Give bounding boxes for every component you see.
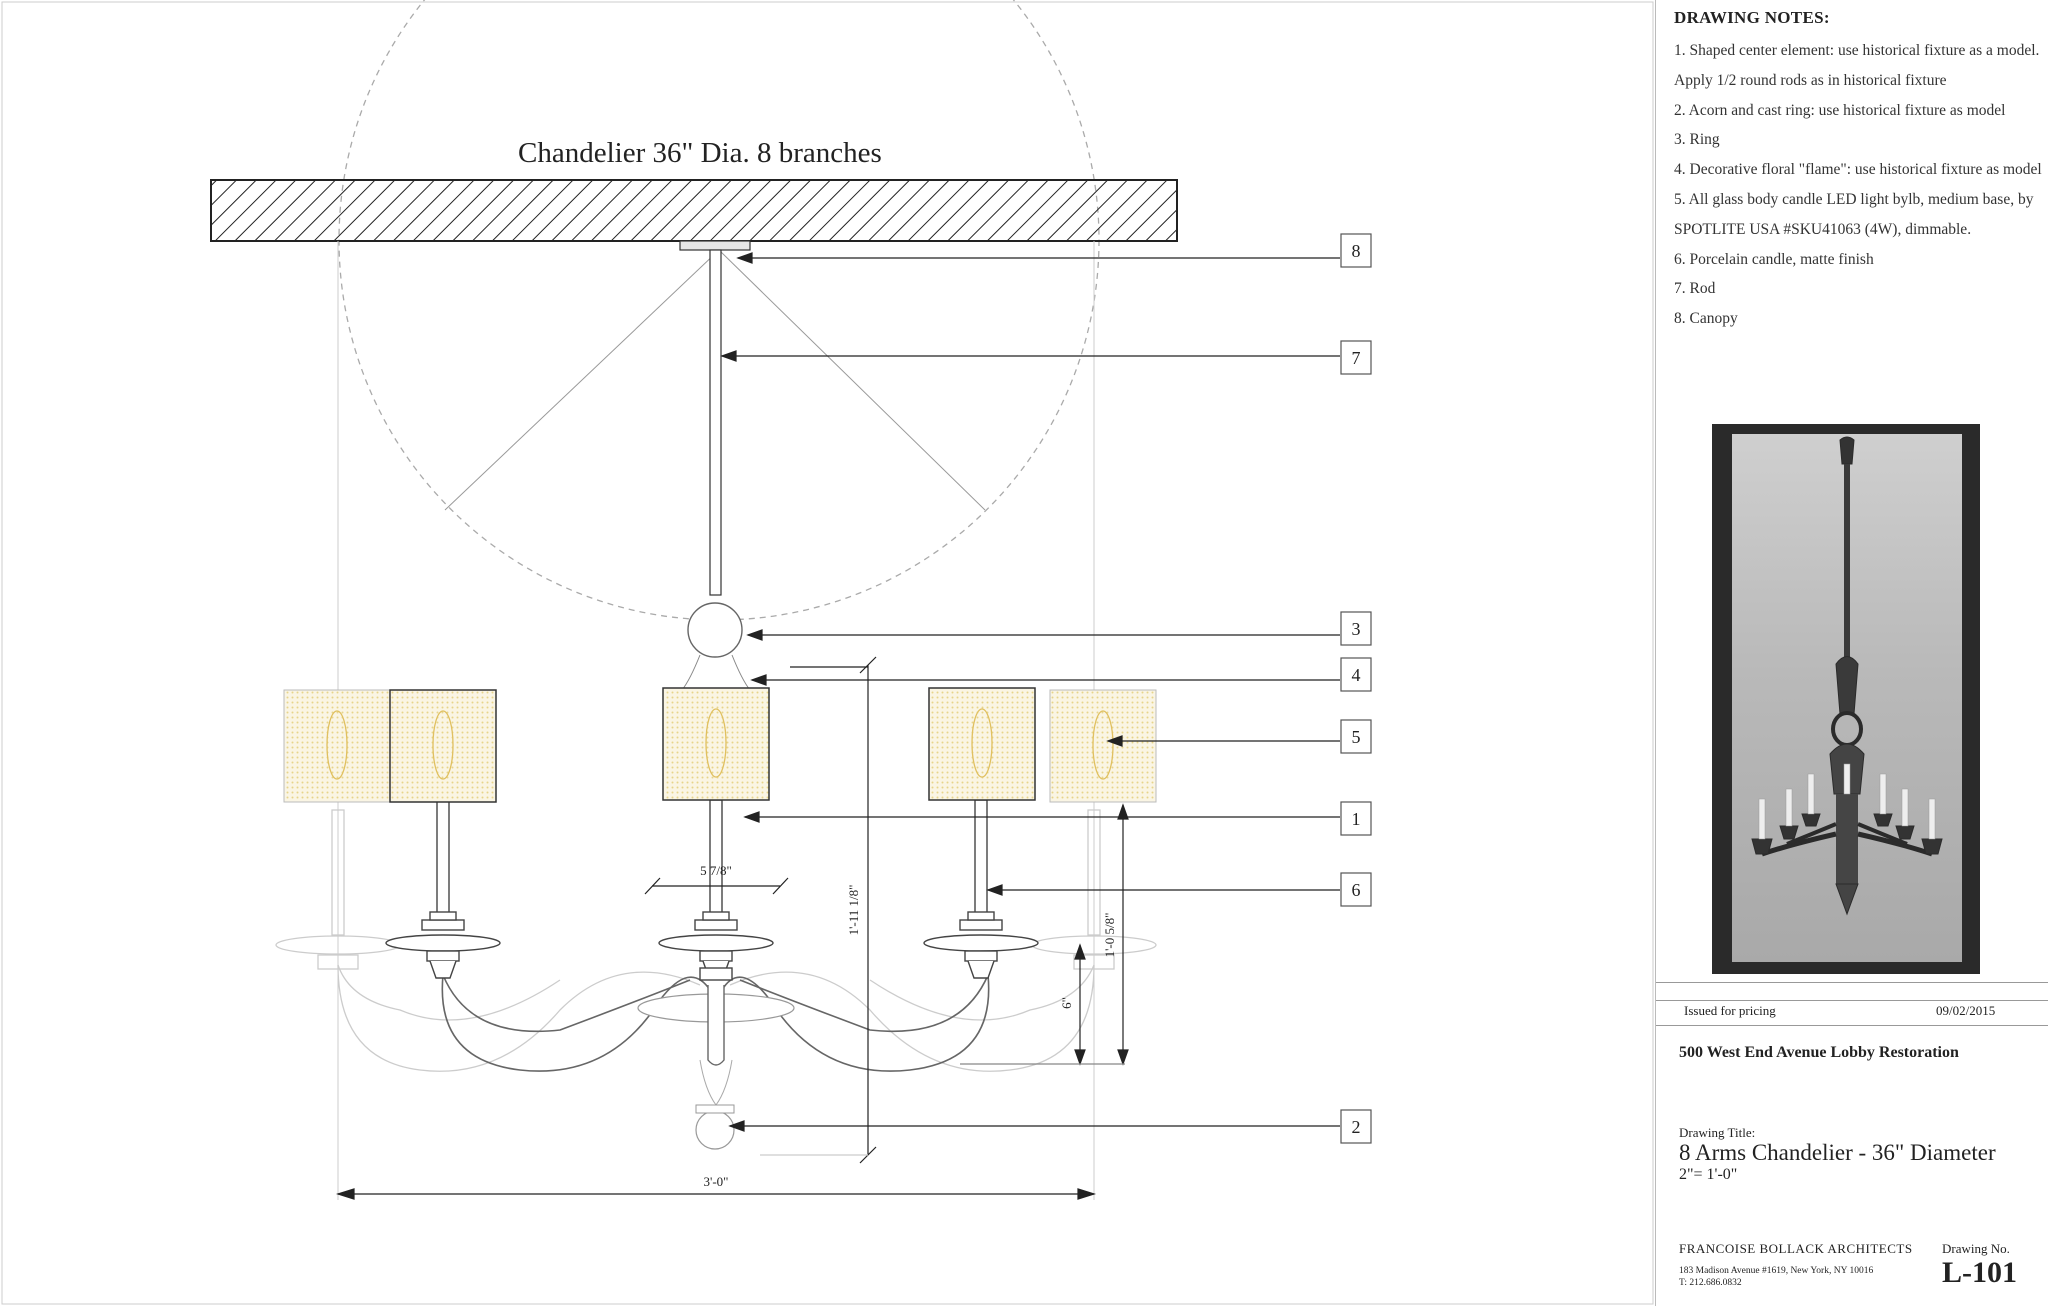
callout-1: 1 — [1352, 809, 1361, 829]
project-name: 500 West End Avenue Lobby Restoration — [1679, 1044, 1959, 1061]
drawing-no-label: Drawing No. — [1942, 1241, 2010, 1256]
elevation-drawing: Chandelier 36" Dia. 8 branches — [1, 0, 1654, 1305]
back-arms — [275, 809, 1157, 1072]
dimension-shade-gap-label: 5 7/8" — [700, 863, 732, 878]
dimension-width-label: 3'-0" — [704, 1174, 729, 1189]
rod — [709, 249, 722, 596]
dimension-arm-label: 1'-0 5/8" — [1102, 913, 1117, 958]
front-arms — [441, 974, 990, 1072]
firm-phone: T: 212.686.0832 — [1679, 1278, 1742, 1288]
leader-lines — [720, 252, 1340, 1132]
acorn-cap — [695, 1104, 735, 1114]
firm-address: 183 Madison Avenue #1619, New York, NY 1… — [1679, 1266, 1874, 1276]
note-item: 8. Canopy — [1674, 310, 1738, 328]
title-block-rule — [1656, 1025, 2048, 1026]
callout-2: 2 — [1352, 1117, 1361, 1137]
dimension-candle-label: 6" — [1059, 997, 1074, 1009]
callout-3: 3 — [1352, 619, 1361, 639]
issue-date: 09/02/2015 — [1936, 1003, 1996, 1018]
dimension-height-label: 1'-11 1/8" — [846, 885, 861, 936]
dimension-height — [760, 656, 877, 1164]
callout-8: 8 — [1352, 241, 1361, 261]
construction-line — [444, 249, 720, 511]
drawing-title-text: 8 Arms Chandelier - 36" Diameter — [1679, 1140, 1996, 1165]
note-item: 5. All glass body candle LED light bylb,… — [1674, 190, 2034, 238]
callout-4: 4 — [1352, 665, 1361, 685]
dimension-arm — [960, 803, 1129, 1066]
drawing-notes-list: 1. Shaped center element: use historical… — [1674, 36, 2044, 334]
ceiling-hatch — [210, 179, 1178, 242]
historical-chandelier-photo — [1712, 424, 1980, 974]
dimension-shade-gap — [644, 877, 789, 895]
note-item: 2. Acorn and cast ring: use historical f… — [1674, 101, 2006, 119]
firm-name: FRANCOISE BOLLACK ARCHITECTS — [1679, 1241, 1913, 1256]
canopy — [679, 240, 751, 251]
chandelier-photo-icon — [1751, 436, 1943, 916]
drawing-scale: 2"= 1'-0" — [1679, 1166, 1738, 1183]
drawing-number: L-101 — [1942, 1256, 2017, 1289]
drawing-title: Chandelier 36" Dia. 8 branches — [518, 137, 882, 169]
acorn — [695, 1110, 735, 1150]
drawing-notes-title: DRAWING NOTES: — [1674, 8, 1830, 27]
note-item: 1. Shaped center element: use historical… — [1674, 42, 2040, 89]
drawing-title-label: Drawing Title: — [1679, 1125, 1756, 1140]
title-block-rule — [1656, 1000, 2048, 1001]
note-item: 6. Porcelain candle, matte finish — [1674, 250, 1874, 268]
construction-line — [718, 249, 986, 511]
title-block-rule — [1656, 982, 2048, 983]
callout-7: 7 — [1352, 348, 1361, 368]
callout-5: 5 — [1352, 727, 1361, 747]
callout-boxes — [1340, 233, 1372, 1144]
callout-6: 6 — [1352, 880, 1361, 900]
candle-assemblies — [385, 799, 1039, 981]
issue-status: Issued for pricing — [1684, 1003, 1776, 1018]
note-item: 7. Rod — [1674, 280, 1716, 298]
title-block-sidebar: DRAWING NOTES: 1. Shaped center element:… — [1655, 0, 2048, 1306]
center-body — [680, 654, 752, 691]
light-shades — [283, 687, 1157, 803]
center-body-lower — [699, 1059, 733, 1106]
note-item: 3. Ring — [1674, 131, 1720, 149]
dimension-width — [335, 1188, 1097, 1200]
note-item: 4. Decorative floral "flame": use histor… — [1674, 161, 2042, 179]
ring — [687, 602, 743, 658]
center-stem — [707, 985, 725, 1066]
